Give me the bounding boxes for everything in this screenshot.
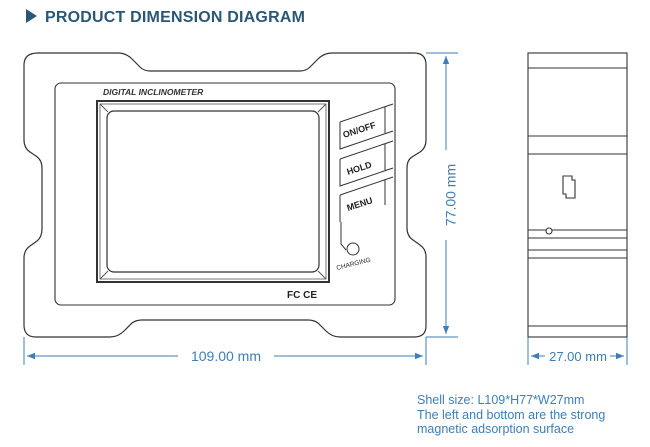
height-dimension: 77.00 mm (443, 164, 459, 226)
title-text: PRODUCT DIMENSION DIAGRAM (45, 9, 306, 26)
hold-button-shape (339, 140, 394, 187)
usb-port-icon (562, 175, 576, 199)
note-line: magnetic adsorption surface (417, 422, 575, 436)
width-dimension: 27.00 mm (549, 349, 607, 364)
screen-frame (96, 100, 330, 283)
onoff-button-shape (339, 103, 394, 150)
length-dimension: 109.00 mm (191, 348, 261, 364)
side-view (527, 52, 628, 338)
screen (106, 110, 320, 273)
device-label: DIGITAL INCLINOMETER (103, 87, 204, 97)
charging-label: CHARGING (336, 257, 372, 272)
outer-shell (23, 52, 427, 338)
onoff-button: ON/OFF (342, 120, 378, 140)
charging-port (346, 242, 360, 256)
page-title: PRODUCT DIMENSION DIAGRAM (26, 9, 305, 27)
triangle-bullet-icon (26, 9, 37, 23)
note-line: The left and bottom are the strong (417, 407, 606, 422)
front-panel (54, 82, 396, 306)
menu-button-shape (339, 176, 394, 222)
shell-notes: Shell size: L109*H77*W27mm The left and … (417, 393, 605, 437)
menu-button: MENU (346, 195, 374, 213)
note-line: Shell size: L109*H77*W27mm (417, 393, 585, 407)
certification-marks: FC CE (287, 290, 317, 301)
hold-button: HOLD (346, 159, 374, 177)
